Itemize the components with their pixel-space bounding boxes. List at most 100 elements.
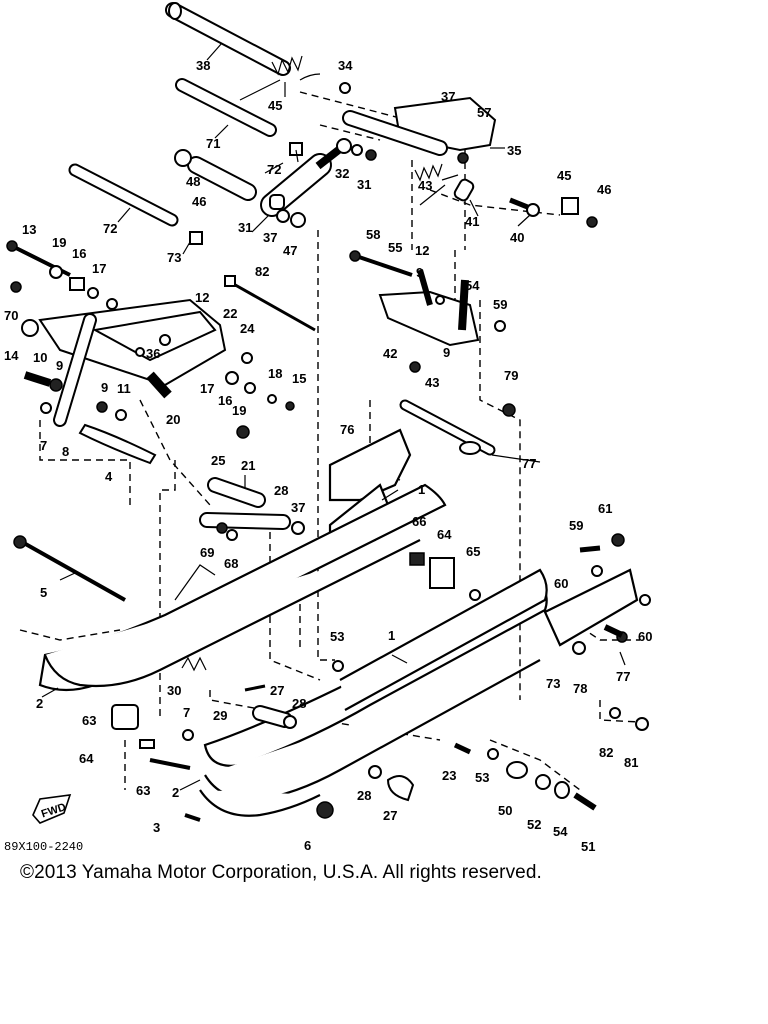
part-label: 38 xyxy=(196,58,210,73)
part-label: 31 xyxy=(357,177,371,192)
part-label: 69 xyxy=(200,545,214,560)
part-label: 23 xyxy=(442,768,456,783)
part-label: 64 xyxy=(437,527,452,542)
part-label: 66 xyxy=(412,514,426,529)
copyright-notice: ©2013 Yamaha Motor Corporation, U.S.A. A… xyxy=(20,862,542,883)
part-label: 22 xyxy=(223,306,237,321)
part-label: 43 xyxy=(418,178,432,193)
part-label: 37 xyxy=(263,230,277,245)
bolt-82 xyxy=(224,275,316,332)
part-label: 27 xyxy=(270,683,284,698)
part-label: 78 xyxy=(573,681,587,696)
part-label: 50 xyxy=(498,803,512,818)
part-label: 9 xyxy=(56,358,63,373)
part-label: 14 xyxy=(4,348,19,363)
front-arm-12 xyxy=(21,298,227,427)
slide-rail-left xyxy=(38,483,447,692)
part-label: 6 xyxy=(304,838,311,853)
shaft-76 xyxy=(399,399,516,456)
part-label: 35 xyxy=(507,143,521,158)
part-label: 54 xyxy=(465,278,480,293)
part-label: 9 xyxy=(443,345,450,360)
part-label: 61 xyxy=(598,501,612,516)
part-label: 70 xyxy=(4,308,18,323)
part-label: 10 xyxy=(33,350,47,365)
part-label: 18 xyxy=(268,366,282,381)
part-label: 73 xyxy=(167,250,181,265)
part-label: 54 xyxy=(553,824,568,839)
part-label: 68 xyxy=(224,556,238,571)
part-label: 71 xyxy=(206,136,220,151)
part-label: 41 xyxy=(465,214,479,229)
part-number-labels: 38 45 34 71 72 48 46 72 73 31 37 47 32 3… xyxy=(4,58,652,854)
part-label: 43 xyxy=(425,375,439,390)
part-label: 13 xyxy=(22,222,36,237)
part-label: 58 xyxy=(366,227,380,242)
part-label: 28 xyxy=(274,483,288,498)
part-label: 27 xyxy=(383,808,397,823)
part-label: 28 xyxy=(357,788,371,803)
part-label: 46 xyxy=(192,194,206,209)
part-label: 46 xyxy=(597,182,611,197)
small-parts xyxy=(10,82,649,822)
spring-45 xyxy=(239,55,321,101)
part-label: 21 xyxy=(241,458,255,473)
part-label: 9 xyxy=(101,380,108,395)
part-label: 28 xyxy=(292,696,306,711)
part-label: 60 xyxy=(638,629,652,644)
part-label: 17 xyxy=(200,381,214,396)
bracket-74 xyxy=(543,568,651,719)
part-label: 32 xyxy=(335,166,349,181)
part-label: 2 xyxy=(36,696,43,711)
part-label: 76 xyxy=(340,422,354,437)
part-label: 47 xyxy=(283,243,297,258)
part-label: 12 xyxy=(415,243,429,258)
part-label: 42 xyxy=(383,346,397,361)
part-label: 59 xyxy=(493,297,507,312)
bolt-40 xyxy=(509,197,598,228)
part-label: 64 xyxy=(79,751,94,766)
part-label: 4 xyxy=(105,469,113,484)
bolt-58 xyxy=(349,250,413,277)
part-label: 52 xyxy=(527,817,541,832)
part-label: 45 xyxy=(268,98,282,113)
part-label: 34 xyxy=(338,58,353,73)
shaft-72-lower xyxy=(68,163,179,227)
part-label: 82 xyxy=(255,264,269,279)
part-label: 16 xyxy=(218,393,232,408)
part-label: 7 xyxy=(183,705,190,720)
part-label: 72 xyxy=(267,162,281,177)
suspension-exploded-diagram: 38 45 34 71 72 48 46 72 73 31 37 47 32 3… xyxy=(4,2,652,854)
part-label: 51 xyxy=(581,839,595,854)
part-label: 24 xyxy=(240,321,255,336)
part-label: 59 xyxy=(569,518,583,533)
link-42 xyxy=(378,269,506,373)
part-label: 11 xyxy=(117,381,131,396)
forward-arrow-icon: FWD xyxy=(32,794,72,824)
part-label: 19 xyxy=(52,235,66,250)
part-label: 12 xyxy=(195,290,209,305)
part-label: 2 xyxy=(172,785,179,800)
part-label: 40 xyxy=(510,230,524,245)
part-label: 31 xyxy=(238,220,252,235)
part-label: 7 xyxy=(40,438,47,453)
part-label: 30 xyxy=(167,683,181,698)
part-label: 82 xyxy=(599,745,613,760)
rubber-4 xyxy=(78,423,157,465)
shock-48 xyxy=(174,149,257,201)
shaft-72-upper xyxy=(175,78,277,137)
part-label: 37 xyxy=(291,500,305,515)
collar-41 xyxy=(453,178,475,202)
part-label: 60 xyxy=(554,576,568,591)
spring-44 xyxy=(414,163,446,206)
shock-absorber xyxy=(260,138,377,217)
part-label: 79 xyxy=(504,368,518,383)
part-label: 48 xyxy=(186,174,200,189)
part-label: 63 xyxy=(136,783,150,798)
part-label: 45 xyxy=(557,168,571,183)
part-label: 3 xyxy=(153,820,160,835)
part-label: 57 xyxy=(477,105,491,120)
part-label: 55 xyxy=(388,240,402,255)
part-label: 72 xyxy=(103,221,117,236)
part-label: 5 xyxy=(40,585,47,600)
